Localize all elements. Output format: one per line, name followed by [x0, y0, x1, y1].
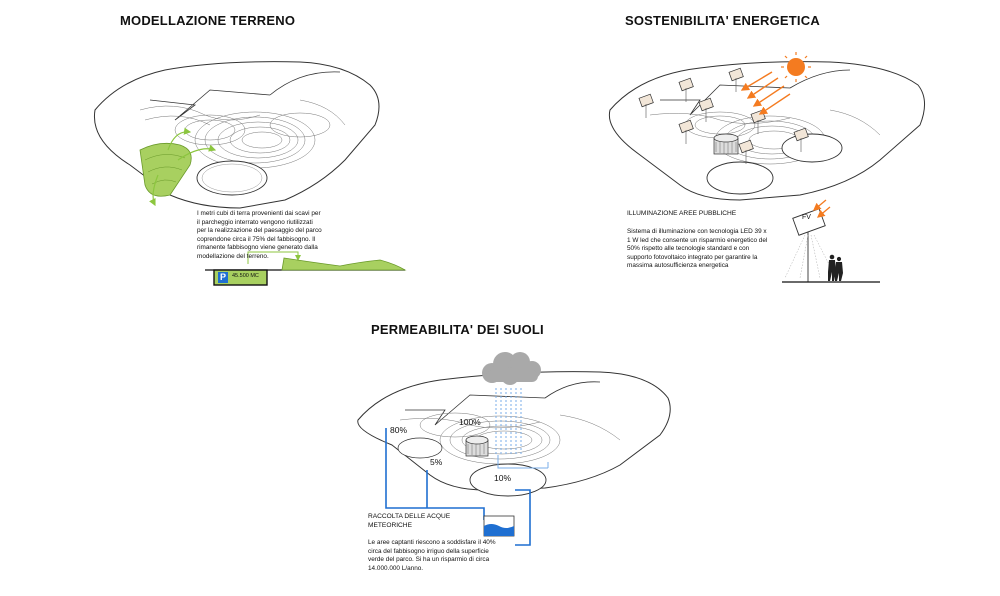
- pct-10-label: 10%: [494, 473, 512, 483]
- park-outline: [357, 371, 671, 491]
- water-tank-icon: [483, 515, 515, 537]
- pct-5-label: 5%: [430, 457, 443, 467]
- energy-diagram: [608, 52, 925, 201]
- fv-panel: [792, 208, 826, 236]
- section2-subtitle: ILLUMINAZIONE AREE PUBBLICHE: [627, 210, 737, 217]
- section3-title: PERMEABILITA' DEI SUOLI: [371, 322, 544, 337]
- sun-icon: [781, 52, 811, 82]
- water-pipes: [385, 428, 531, 546]
- terrain-model-diagram: [93, 61, 380, 209]
- section2-paragraph: Sistema di illuminazione con tecnologia …: [627, 228, 768, 270]
- pct-80-label: 80%: [390, 425, 408, 435]
- section2-title: SOSTENIBILITA' ENERGETICA: [625, 13, 820, 28]
- earth-reuse-section: [205, 251, 407, 286]
- green-mound: [281, 257, 407, 271]
- parking-volume: 45.500 MC: [232, 273, 259, 279]
- people-silhouette: [828, 254, 843, 281]
- contour-lines: [399, 412, 621, 465]
- section3-subtitle: RACCOLTA DELLE ACQUE METEORICHE: [368, 513, 451, 529]
- section1-paragraph: I metri cubi di terra provenienti dai sc…: [197, 210, 322, 260]
- tower-structure: [465, 435, 489, 457]
- cloud-icon: [482, 352, 541, 385]
- street-lamp-detail: [782, 199, 880, 283]
- parking-sign: [218, 272, 228, 283]
- sun-rays: [740, 71, 791, 115]
- pct-100-label: 100%: [459, 417, 481, 427]
- fv-label: FV: [802, 214, 811, 221]
- permeability-diagram: [357, 352, 671, 546]
- section1-title: MODELLAZIONE TERRENO: [120, 13, 296, 28]
- contour-lines: [139, 99, 346, 169]
- park-outline: [608, 61, 925, 201]
- rain-lines: [495, 388, 522, 455]
- tower-structure: [713, 133, 739, 155]
- water-pipes-light: [497, 455, 549, 469]
- section3-paragraph: Le aree captanti riescono a soddisfare i…: [368, 539, 496, 572]
- parking-letter: P: [219, 272, 226, 282]
